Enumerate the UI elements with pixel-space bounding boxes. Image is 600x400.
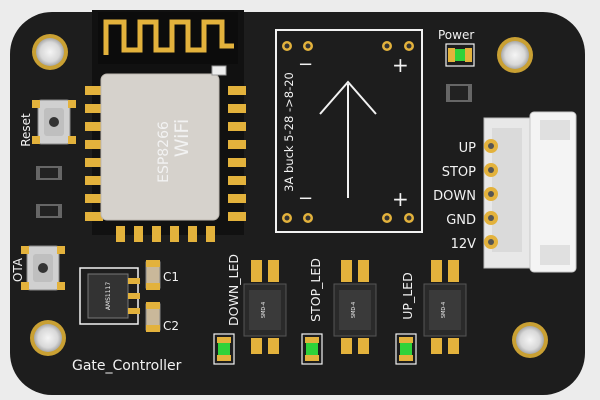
pin-label-gnd: GND [446, 213, 476, 228]
buck-plus-top: + [392, 53, 409, 77]
power-led [445, 43, 475, 67]
pin-label-stop: STOP [442, 165, 476, 180]
relay-marking: SMD-4 [441, 302, 447, 318]
module-model-text: ESP8266 [156, 121, 172, 183]
voltage-regulator: AMS1117 [79, 267, 140, 325]
buck-converter [275, 29, 423, 233]
module-brand-text: WiFi [171, 119, 193, 157]
relay-marking: SMD-4 [261, 302, 267, 318]
cap-c2-label: C2 [163, 319, 179, 333]
pin-label-up: UP [459, 141, 477, 156]
buck-plus-bottom: + [392, 187, 409, 211]
ota-label: OTA [11, 257, 25, 282]
reset-label: Reset [19, 113, 33, 147]
led-label-down: DOWN_LED [226, 254, 241, 326]
relay-channel-up: SMD-4 [395, 260, 467, 365]
relay-channel-down: SMD-4 [213, 260, 287, 365]
ota-button [21, 245, 65, 291]
esp-shield-can [100, 73, 220, 221]
antenna-trace [103, 19, 234, 55]
pin-label-12v: 12V [451, 237, 477, 252]
pin-label-down: DOWN [433, 189, 476, 204]
buck-spec-label: 3A buck 5-28 ->8-20 [282, 72, 296, 192]
board-name-label: Gate_Controller [72, 358, 182, 374]
relay-channel-stop: SMD-4 [301, 260, 377, 365]
capacitors [145, 260, 161, 332]
led-label-up: UP_LED [400, 272, 415, 319]
power-label: Power [438, 28, 474, 42]
regulator-marking: AMS1117 [105, 282, 112, 311]
buck-minus-top: − [298, 54, 313, 75]
smd-resistor-power [446, 84, 472, 102]
reset-button [32, 99, 76, 145]
relay-marking: SMD-4 [351, 302, 357, 318]
esp8266-module: WiFi ESP8266 [85, 10, 246, 242]
terminal-connector [483, 111, 577, 273]
buck-minus-bottom: − [298, 188, 313, 209]
cap-c1-label: C1 [163, 270, 179, 284]
mounting-holes [30, 34, 548, 358]
led-label-stop: STOP_LED [308, 258, 323, 322]
smd-components-left [36, 166, 62, 218]
smd-part [211, 65, 227, 76]
